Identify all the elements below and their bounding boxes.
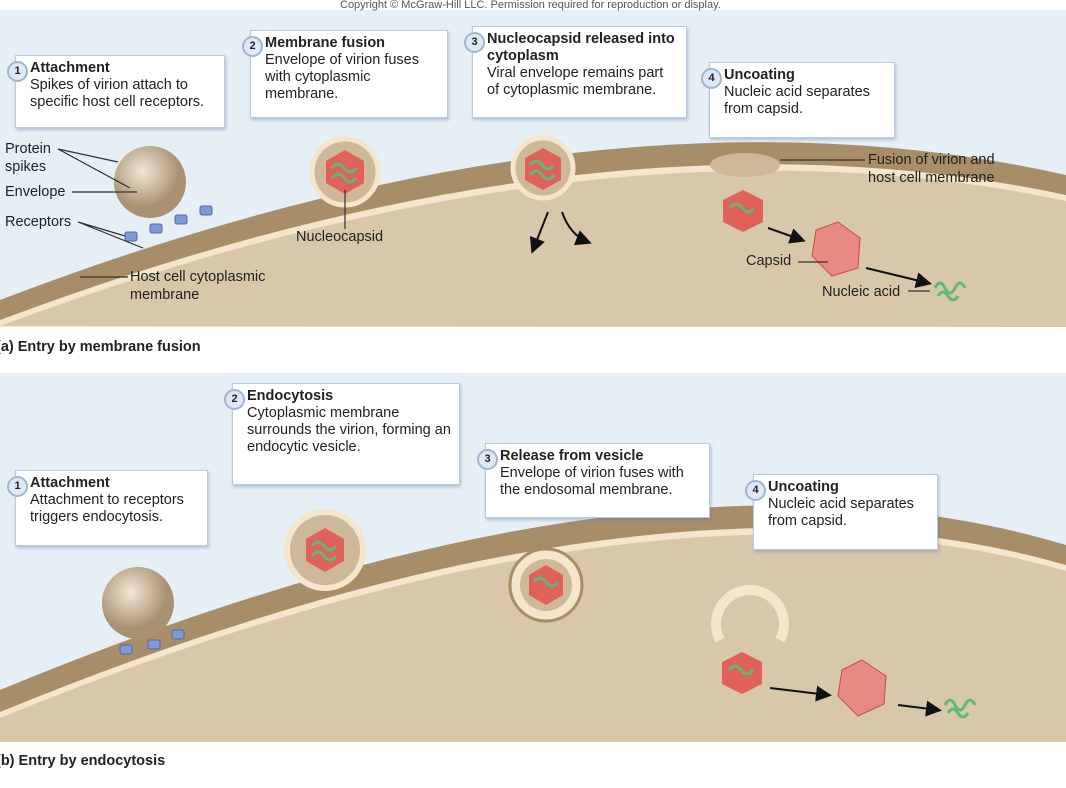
step-text: Nucleic acid separates from capsid. — [768, 496, 914, 529]
step-number-badge: 4 — [745, 480, 766, 501]
step-title: Membrane fusion — [265, 35, 386, 51]
label-receptors: Receptors — [5, 214, 72, 230]
virion-b1 — [102, 567, 174, 639]
leader-lines — [57, 148, 930, 292]
step-text: Nucleic acid separates from capsid. — [724, 84, 870, 117]
step-number-badge: 3 — [464, 32, 485, 53]
receptors — [119, 205, 213, 655]
step-number-badge: 1 — [7, 61, 28, 82]
virion-a1 — [114, 146, 186, 218]
fusing-virion-a3 — [510, 135, 576, 201]
step-text: Envelope of virion fuses with the endoso… — [500, 465, 684, 498]
nucleocapsid-a4 — [723, 190, 763, 232]
step-text: Spikes of virion attach to specific host… — [30, 77, 205, 110]
step-number-badge: 2 — [224, 389, 245, 410]
vesicle-b3 — [508, 547, 584, 623]
step-title: Release from vesicle — [500, 448, 644, 464]
label-fusion: Fusion of virion and host cell membrane — [868, 152, 995, 186]
label-host-membrane: Host cell cytoplasmic membrane — [130, 269, 266, 303]
endocytosis-b2 — [284, 509, 366, 591]
nucleic-acid-b — [943, 698, 977, 719]
step-text: Viral envelope remains part of cytoplasm… — [487, 65, 664, 98]
step-text: Attachment to receptors triggers endocyt… — [30, 492, 184, 525]
step-number-badge: 3 — [477, 449, 498, 470]
copyright: Copyright © McGraw-Hill LLC. Permission … — [340, 0, 721, 11]
fused-envelope — [710, 153, 780, 177]
nucleocapsid-b4 — [722, 652, 762, 694]
nucleic-acid-a — [933, 281, 967, 302]
caption-b: (b) Entry by endocytosis — [0, 753, 166, 769]
step-title: Attachment — [30, 475, 110, 491]
label-envelope: Envelope — [5, 184, 66, 200]
caption-a: (a) Entry by membrane fusion — [0, 339, 201, 355]
step-title: Uncoating — [768, 479, 839, 495]
open-vesicle-b4 — [711, 585, 789, 643]
label-nucleic-acid: Nucleic acid — [822, 284, 901, 300]
label-protein-spikes: Protein spikes — [5, 141, 51, 175]
step-number-badge: 4 — [701, 68, 722, 89]
step-title: Uncoating — [724, 67, 795, 83]
step-number-badge: 1 — [7, 476, 28, 497]
step-title: Endocytosis — [247, 388, 334, 404]
step-title: Nucleocapsid released into cytoplasm — [487, 31, 675, 64]
step-number-badge: 2 — [242, 36, 263, 57]
step-title: Attachment — [30, 60, 110, 76]
step-text: Envelope of virion fuses with cytoplasmi… — [265, 52, 419, 102]
label-capsid: Capsid — [746, 253, 792, 269]
step-text: Cytoplasmic membrane surrounds the virio… — [247, 405, 451, 455]
label-nucleocapsid: Nucleocapsid — [296, 229, 384, 245]
capsid-b — [837, 659, 887, 717]
